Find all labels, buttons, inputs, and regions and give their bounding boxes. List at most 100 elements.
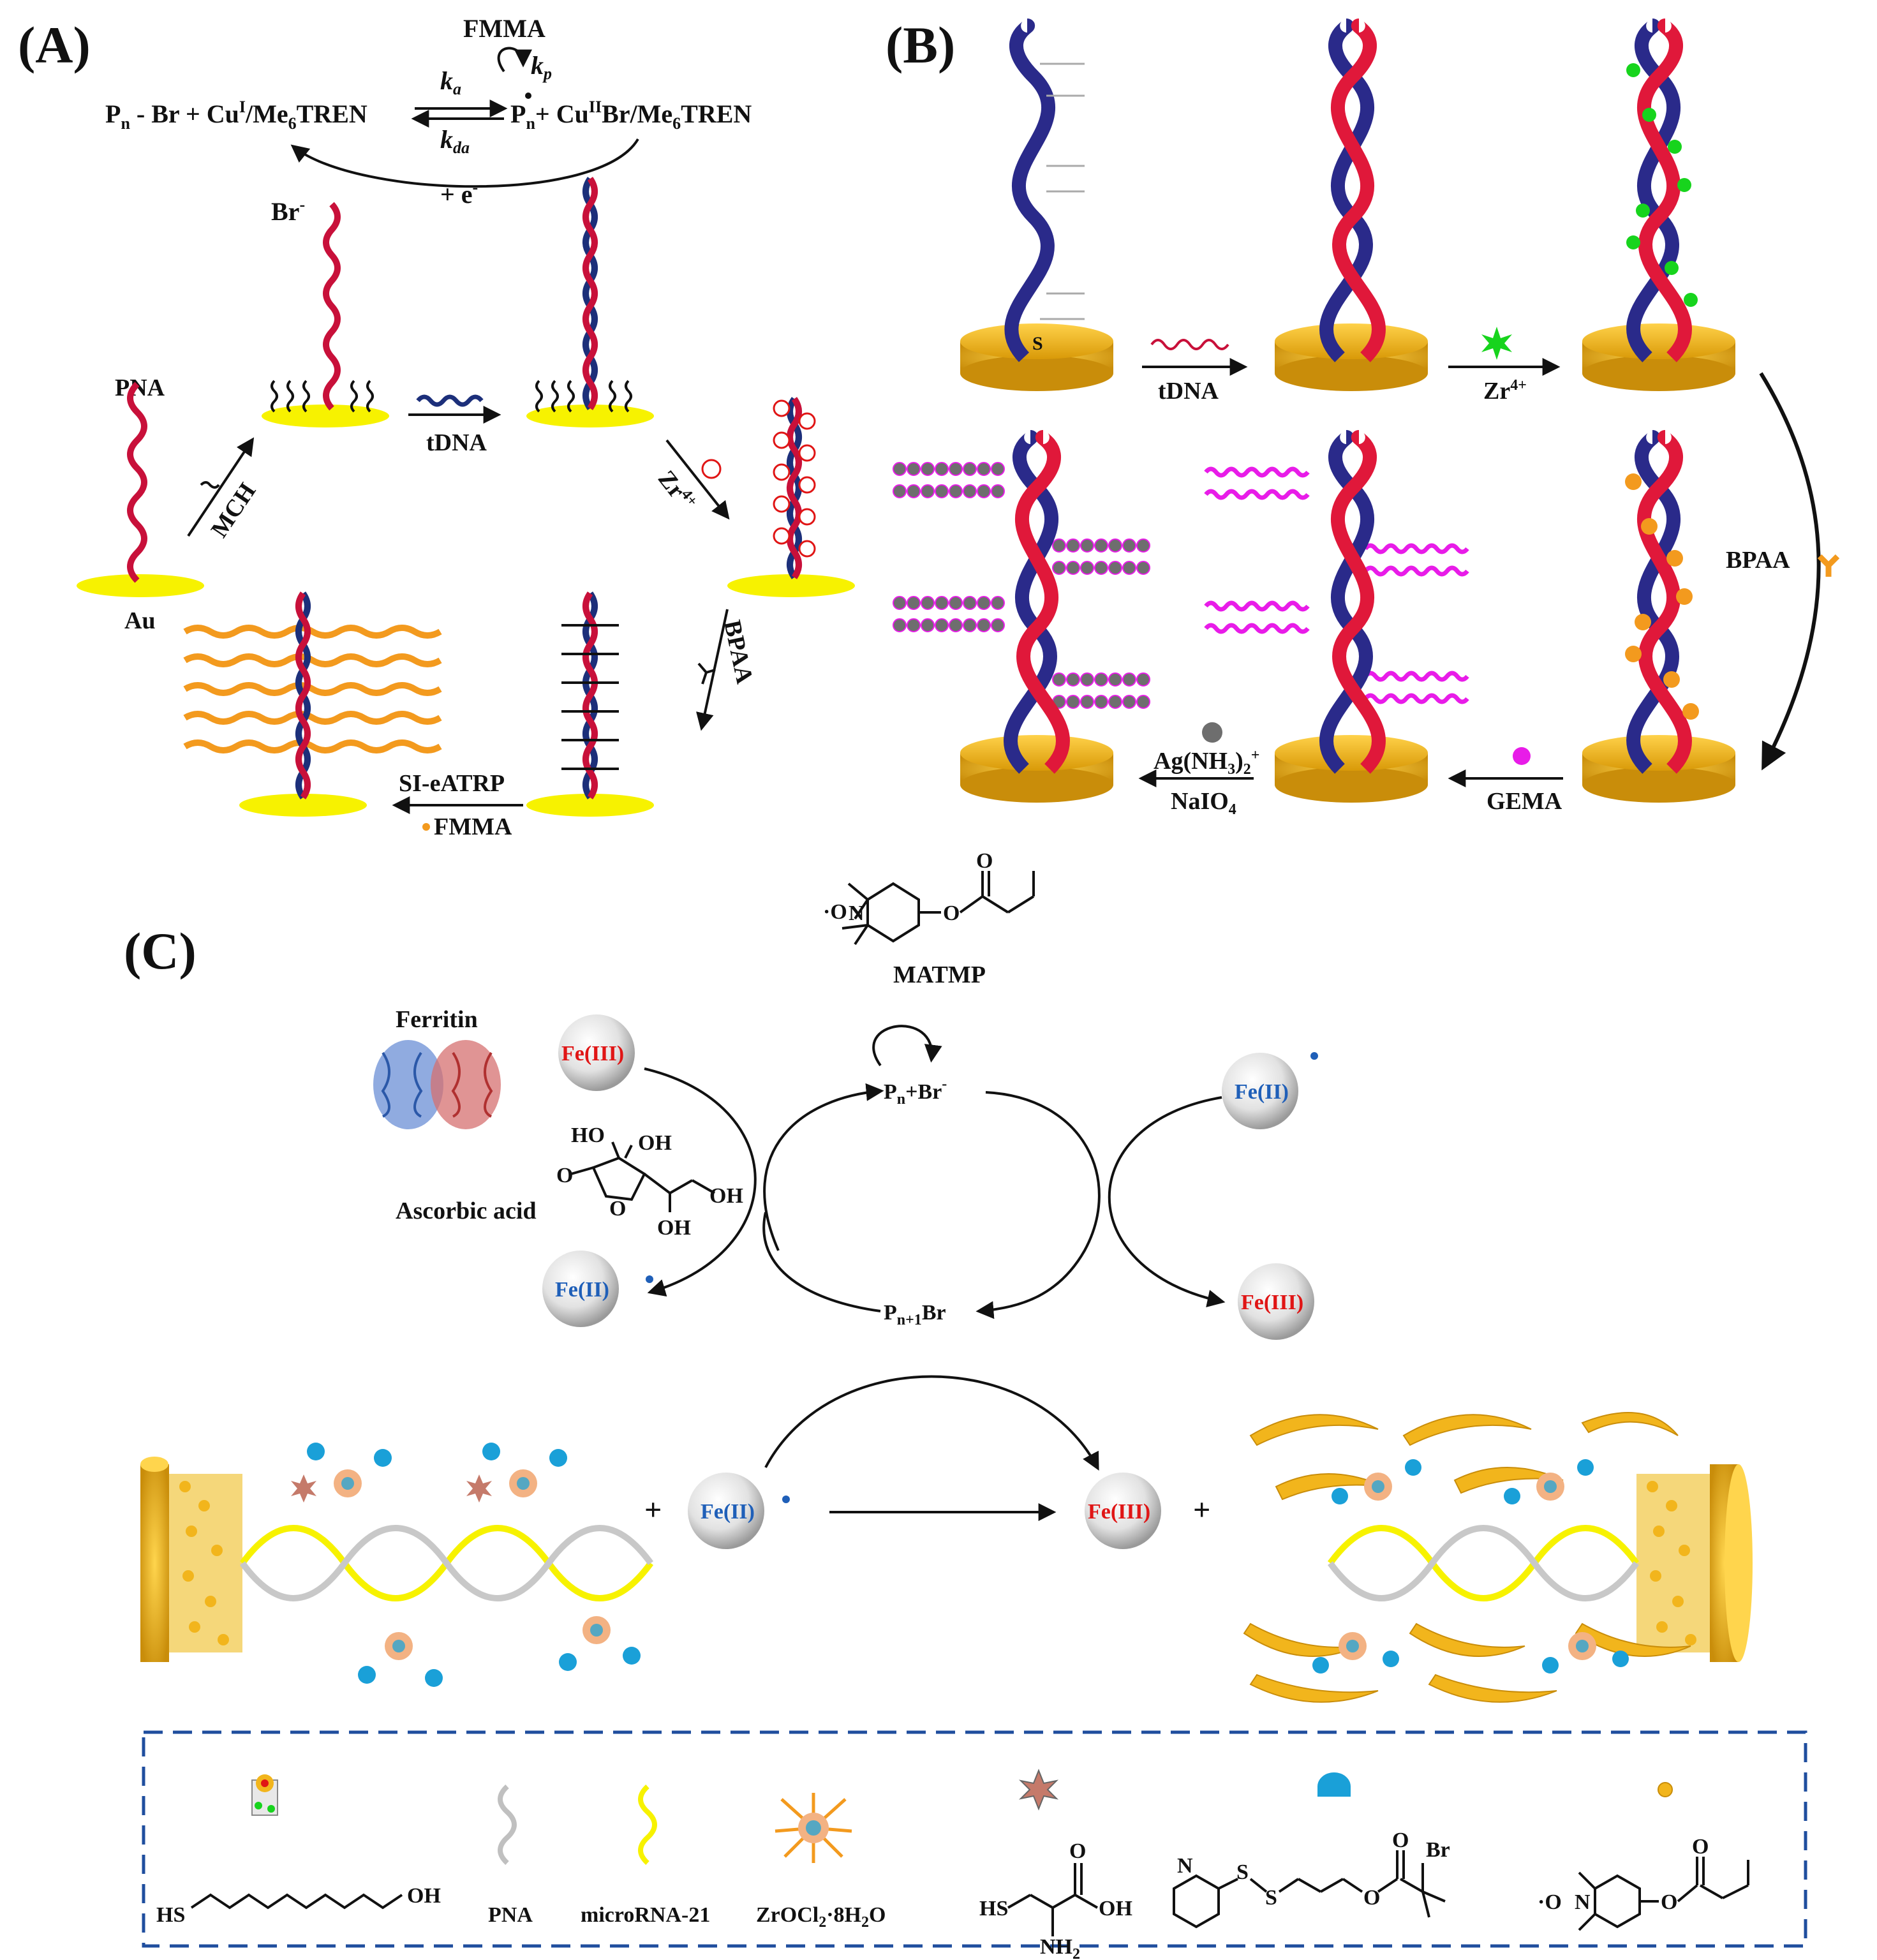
legend-mch-icon <box>251 1774 278 1816</box>
pna-strand-4 <box>787 397 802 579</box>
legend-tempo-ester-o: O <box>1661 1890 1677 1914</box>
zr-cluster-left-3 <box>358 1632 443 1687</box>
legend-tempo-carbonyl-o: O <box>1692 1835 1709 1859</box>
bpaa-arrow-a <box>696 609 729 731</box>
ssdna-b6 <box>1004 430 1059 774</box>
regeneration-arrow <box>290 138 639 188</box>
pna-probe-strand-2 <box>323 202 341 411</box>
fe3-sphere-bottom-right <box>1238 1263 1314 1340</box>
legend-box <box>142 1730 1807 1948</box>
panel-label-a: (A) <box>18 16 91 74</box>
zr-cluster-left-4 <box>559 1616 641 1671</box>
bpaa-b4 <box>1625 473 1699 720</box>
mch-arrow <box>187 437 255 537</box>
zr-ions-4 <box>773 399 816 558</box>
plus-sign-2: + <box>1193 1493 1210 1527</box>
naio4-label: NaIO4 <box>1171 788 1236 818</box>
cycle-left-upper-arrow <box>763 1083 884 1251</box>
si-eatrp-label: SI-eATRP <box>399 770 505 797</box>
pna-strand-6 <box>295 591 311 799</box>
legend-s1: S <box>1236 1860 1249 1884</box>
gold-electrode-4 <box>727 574 855 597</box>
au-label: Au <box>124 607 156 634</box>
gold-disk-6 <box>960 735 1113 803</box>
matmp-carbonyl-o: O <box>976 849 993 873</box>
tdna-strand-b5 <box>1330 430 1386 774</box>
matmp-structure <box>842 871 1035 946</box>
matmp-loop-arrow <box>872 1025 942 1067</box>
legend-s2: S <box>1265 1886 1277 1910</box>
panel-label-c: (C) <box>124 922 197 980</box>
legend-cys-hs: HS <box>979 1897 1008 1920</box>
ssdna-b3 <box>1626 19 1681 362</box>
bpaa-arrow-b <box>1759 372 1821 771</box>
gold-disk-1 <box>960 323 1113 391</box>
fe2-label-top-right: Fe(II) <box>1235 1080 1289 1104</box>
overhead-reaction-arrow <box>764 1375 1099 1471</box>
legend-pds-initiator-structure <box>1173 1850 1446 1929</box>
ascorbic-ho: HO <box>571 1124 605 1147</box>
pna-helix-left <box>239 1525 654 1601</box>
legend-cys-nh2: NH2 <box>1040 1935 1080 1960</box>
electrode-rod-right-beads <box>1647 1481 1696 1645</box>
fe2-to-fe3-arrow <box>1108 1096 1226 1308</box>
chain-row-8 <box>1052 695 1150 709</box>
zr-ion-icon-b <box>1481 327 1512 360</box>
gold-electrode-1 <box>77 574 204 597</box>
gold-disk-4 <box>1582 735 1735 803</box>
fe2-sphere-top-right <box>1222 1053 1298 1129</box>
tdna-icon-a <box>416 394 484 407</box>
fe3-sphere-top-left <box>558 1014 635 1091</box>
fe2-sphere-reactant <box>688 1473 764 1549</box>
ssdna-probe-b1 <box>1004 19 1056 362</box>
legend-tempo-o: ·O <box>1538 1890 1562 1914</box>
gold-disk-5 <box>1275 735 1428 803</box>
legend-bpaa-icon <box>1317 1772 1351 1797</box>
legend-hs-label: HS <box>156 1903 185 1927</box>
gold-disk-2 <box>1275 323 1428 391</box>
zr-cluster-right-2 <box>1504 1459 1594 1504</box>
chain-row-2 <box>893 484 1005 498</box>
ferritin-label: Ferritin <box>396 1006 478 1033</box>
ascorbic-acid-structure <box>570 1141 715 1212</box>
legend-zr-label: ZrOCl2·8H2O <box>756 1903 886 1931</box>
radical-dot <box>525 93 531 99</box>
fe3-to-fe2-arrow <box>644 1067 757 1297</box>
ssdna-b4 <box>1626 430 1681 774</box>
gema-label: GEMA <box>1487 788 1562 815</box>
base-pairs-b1 <box>1040 63 1085 320</box>
fmma-monomer-icon <box>422 823 430 831</box>
chain-row-3 <box>893 596 1005 610</box>
bpaa-icon-b <box>1817 554 1840 577</box>
panel-b: S tDNA Zr4+ BPAA <box>893 19 1840 818</box>
zr-cluster-left-2 <box>466 1443 567 1503</box>
polymer-crescents <box>1243 1412 1691 1703</box>
legend-mch-chain <box>190 1893 403 1910</box>
zr-arrow-a <box>665 439 730 520</box>
fe2-label-bottom-left: Fe(II) <box>555 1278 609 1302</box>
bpaa-icon-a <box>697 662 716 685</box>
ascorbic-acid-label: Ascorbic acid <box>396 1198 537 1224</box>
ferritin-protein-icon <box>373 1040 501 1129</box>
tdna-strand-b3 <box>1636 19 1692 362</box>
mch-layer-2 <box>271 380 374 413</box>
plus-sign-1: + <box>644 1493 662 1527</box>
radical-dot-fe2-left <box>646 1275 653 1283</box>
legend-cys-oh: OH <box>1099 1897 1132 1920</box>
panel-label-b: (B) <box>886 16 955 74</box>
fmma-label-bottom: FMMA <box>434 813 512 840</box>
bpaa-initiators-5 <box>561 624 619 770</box>
silver-nanoparticle-chains <box>893 462 1150 709</box>
fe3-label-bottom-right: Fe(III) <box>1241 1291 1303 1314</box>
chain-row-5 <box>1052 538 1150 553</box>
fe3-label-top-left: Fe(III) <box>561 1042 624 1065</box>
ascorbic-carbonyl-o: O <box>556 1164 573 1187</box>
fe2-label-reactant: Fe(II) <box>701 1500 755 1524</box>
panel-c: ·O N O O MATMP Ferritin HO OH O O OH <box>140 849 1807 1960</box>
panel-a: FMMA kp Pn - Br + CuI/Me6TREN ka kda Pn+… <box>77 14 855 840</box>
gold-disk-3 <box>1582 323 1735 391</box>
zr-cluster-right-1 <box>1332 1459 1421 1504</box>
pn1br-label: Pn+1Br <box>884 1301 946 1328</box>
legend-cysteine-structure <box>1007 1863 1098 1936</box>
